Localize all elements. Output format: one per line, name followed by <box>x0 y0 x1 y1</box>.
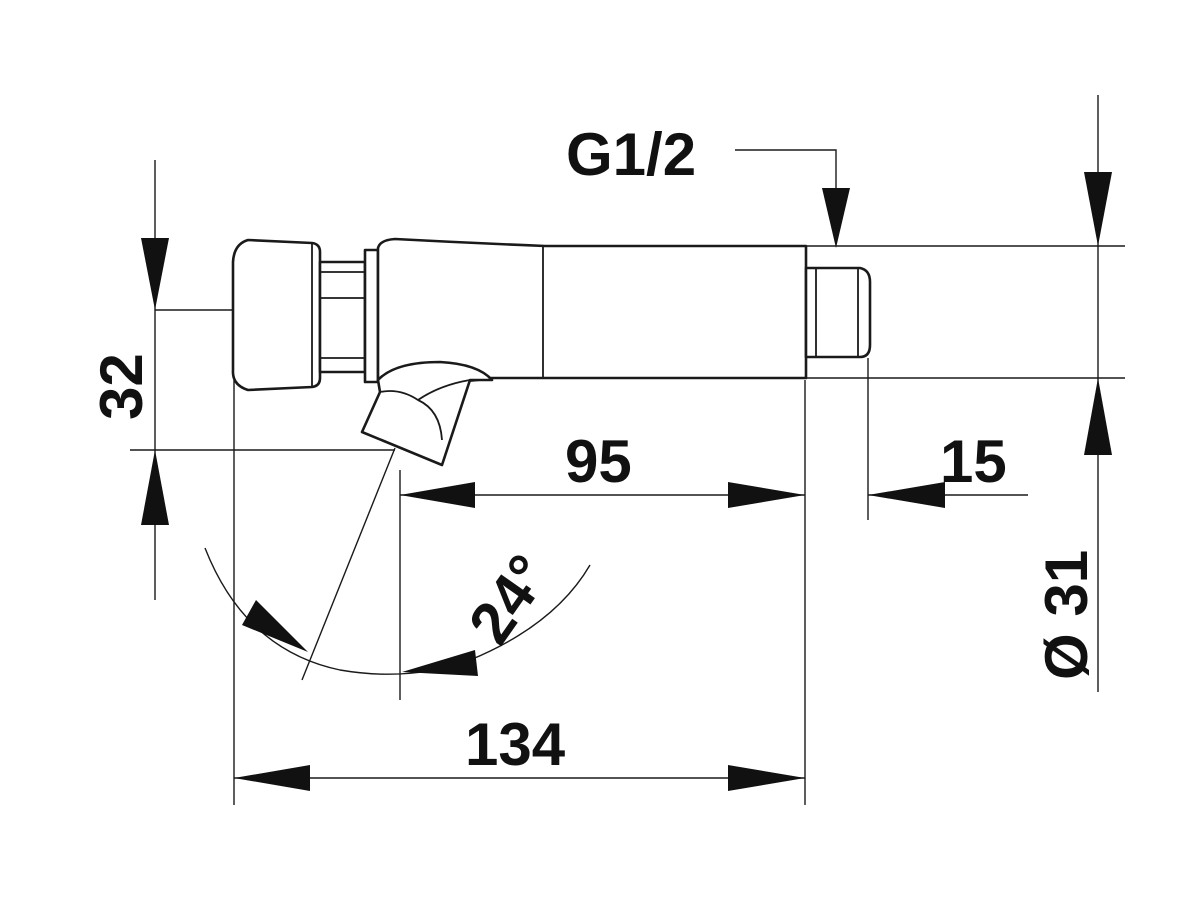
push-button-tap <box>231 237 872 467</box>
spout <box>360 360 494 467</box>
total-length-dimension: 134 <box>234 711 805 791</box>
thread-label: G1/2 <box>566 121 696 188</box>
height-dimension: 32 <box>88 160 169 600</box>
angle-label: 24° <box>456 543 563 656</box>
main-body <box>376 237 808 382</box>
height-label: 32 <box>88 353 155 420</box>
diameter-dimension: Ø 31 <box>1033 95 1112 692</box>
spout-length-dimension: 95 <box>400 428 805 508</box>
thread-length-dimension: 15 <box>868 428 1028 508</box>
diameter-label: Ø 31 <box>1033 550 1100 680</box>
thread-length-label: 15 <box>940 428 1007 495</box>
angle-dimension: 24° <box>204 543 591 676</box>
thread-dimension: G1/2 <box>566 121 850 248</box>
button-neck <box>318 260 367 374</box>
thread-connector <box>804 266 872 359</box>
spout-length-label: 95 <box>565 428 632 495</box>
extension-lines <box>130 245 1125 805</box>
push-button-cap <box>231 238 322 392</box>
collar <box>363 248 380 384</box>
total-length-label: 134 <box>465 711 566 778</box>
